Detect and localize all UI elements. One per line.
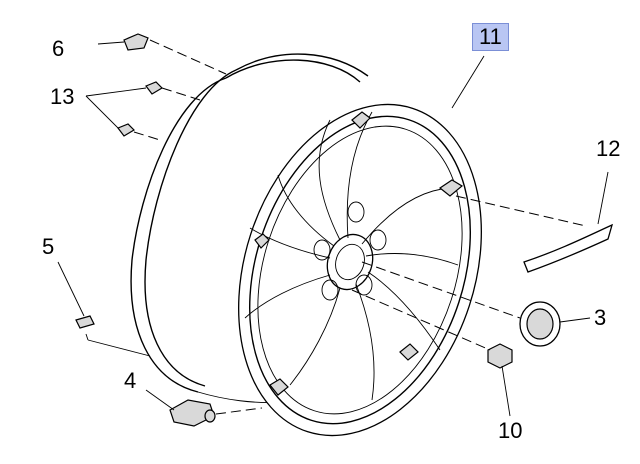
part-6-clip [97,33,227,75]
part-10-lug-nut [351,289,513,417]
part-4-valve-sensor [145,389,263,427]
part-3-center-cap [361,261,591,347]
callout-13: 13 [50,84,75,109]
wheel-rim-back [130,53,369,403]
callout-10: 10 [498,418,523,443]
callout-12: 12 [596,136,621,161]
part-11-leader [451,55,485,109]
wheel-face [238,103,482,437]
callout-4: 4 [124,368,137,393]
part-13-screws [85,81,201,141]
callout-6: 6 [52,36,65,61]
callout-3: 3 [594,305,607,330]
part-12-trim [455,171,614,273]
callout-5: 5 [42,234,55,259]
part-5-weight [57,261,151,357]
callout-11: 11 [472,23,509,51]
